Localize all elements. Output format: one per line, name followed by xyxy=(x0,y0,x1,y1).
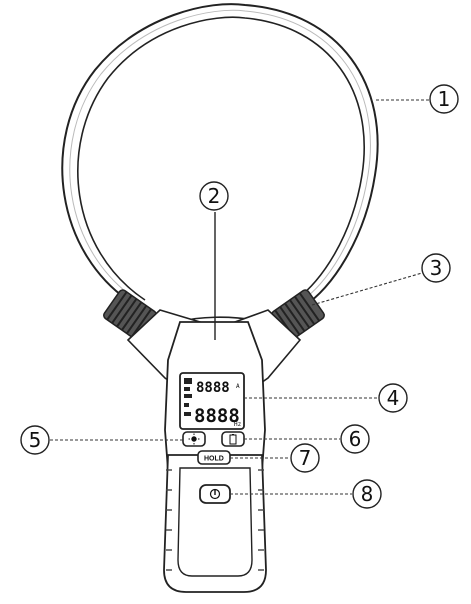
leader-3 xyxy=(311,272,423,306)
backlight-button[interactable] xyxy=(182,431,206,447)
battery-icon xyxy=(229,434,237,445)
svg-text:6: 6 xyxy=(349,427,362,451)
mode-button[interactable] xyxy=(221,431,245,447)
callout-6: 6 xyxy=(340,424,370,454)
svg-text:3: 3 xyxy=(430,256,443,280)
svg-text:1: 1 xyxy=(438,87,451,111)
leader-lines xyxy=(50,99,430,495)
sun-icon xyxy=(188,433,200,445)
lcd-unit-top: A xyxy=(236,383,240,390)
svg-text:7: 7 xyxy=(299,446,312,470)
callout-4: 4 xyxy=(378,383,408,413)
hold-button-label: HOLD xyxy=(204,456,224,463)
lcd-top-digits: 8888 xyxy=(196,380,230,396)
flexible-coil xyxy=(61,3,379,333)
callout-3: 3 xyxy=(421,253,451,283)
power-icon xyxy=(209,488,221,500)
svg-text:2: 2 xyxy=(208,184,221,208)
callout-8: 8 xyxy=(352,479,382,509)
callout-1: 1 xyxy=(429,84,459,114)
svg-text:8: 8 xyxy=(361,482,374,506)
lcd-unit-bottom: Hz xyxy=(234,421,242,428)
hold-button[interactable]: HOLD xyxy=(197,450,231,465)
lcd-bottom-digits: 8888 xyxy=(194,405,240,427)
power-button[interactable] xyxy=(199,484,231,504)
callout-5: 5 xyxy=(20,425,50,455)
callout-2: 2 xyxy=(199,181,229,211)
svg-text:4: 4 xyxy=(387,386,400,410)
lcd-display: 8888 8888 A Hz xyxy=(179,372,245,430)
callout-7: 7 xyxy=(290,443,320,473)
svg-text:5: 5 xyxy=(29,428,42,452)
